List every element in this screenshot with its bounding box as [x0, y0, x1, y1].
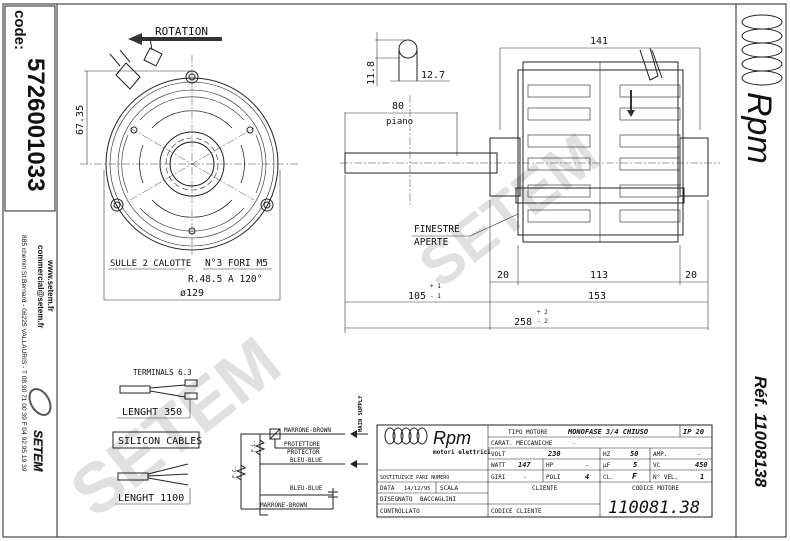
note-holes: N°3 FORI M5	[205, 258, 268, 269]
protector-it: PROTETTORE	[284, 441, 321, 448]
giri-label: GIRI	[491, 474, 506, 481]
wire-blue-bottom: BLEU-BLUE	[290, 485, 323, 492]
uf-label: µF	[603, 462, 611, 469]
email-link[interactable]: commercial@setem.fr	[36, 245, 45, 328]
setem-logo: SETEM	[28, 388, 52, 473]
title-block-logo: Rpm motori elettrici	[384, 427, 491, 456]
tipo-value: MONOFASE 3/4 CHIUSO	[567, 428, 648, 436]
length-1100: LENGHT 1100	[118, 493, 184, 504]
svg-text:SETEM: SETEM	[31, 430, 45, 472]
rotation-label: ROTATION	[155, 25, 208, 38]
tipo-label: TIPO MOTORE	[508, 429, 548, 436]
windows-label-1: FINESTRE	[414, 224, 460, 235]
website-link[interactable]: www.setem.fr	[46, 259, 55, 312]
amp-label: AMP.	[653, 451, 667, 458]
brand-name: Rpm	[740, 92, 778, 164]
code-value: 5726001033	[22, 58, 49, 191]
hp-label: HP	[546, 462, 554, 469]
windows-label-2: APERTE	[414, 237, 449, 248]
dim-113: 113	[590, 270, 608, 281]
cable-details: TERMINALS 6.3 LENGHT 350 SILICON CABLES …	[112, 368, 202, 505]
codice-cliente-label: CODICE CLIENTE	[491, 508, 542, 515]
tol-105-plus: + 1	[430, 283, 441, 290]
dim-20-left: 20	[497, 270, 509, 281]
tol-258-plus: + 2	[537, 309, 548, 316]
disegnato-label: DISEGNATO	[380, 496, 413, 503]
note-radius: R.48.5 A 120°	[188, 274, 262, 285]
code-label: code:	[11, 10, 28, 50]
cliente-label: CLIENTE	[532, 485, 558, 492]
terminals-label: TERMINALS 6.3	[133, 368, 192, 377]
volt-label: VOLT	[491, 451, 506, 458]
sheet-border	[2, 3, 787, 538]
hz-label: HZ	[603, 451, 611, 458]
protector-en: PROTECTOR	[287, 449, 320, 456]
address-text: 885 chemin St.Bernard - 06225 VALLAURIS …	[20, 235, 27, 472]
main-supply-label: MAIN SUPPLY	[358, 395, 364, 432]
cl-label: CL.	[603, 474, 614, 481]
cl-value: F	[632, 472, 637, 481]
data-label: DATA	[380, 485, 395, 492]
dim-141: 141	[590, 36, 608, 47]
dim-153: 153	[588, 291, 606, 302]
title-brand: Rpm	[433, 428, 471, 448]
wiring-diagram: MARRONE-BROWN PROTETTORE PROTECTOR BLEU-…	[232, 395, 368, 516]
carat-value: -	[572, 440, 576, 447]
uf-value: 5	[633, 461, 637, 469]
wire-brown-top: MARRONE-BROWN	[284, 427, 331, 434]
reference-number: Réf. 11008138	[751, 376, 770, 488]
vel-label: N° VEL.	[653, 474, 678, 481]
coil-fl: F.L.	[251, 440, 257, 452]
amp-value: -	[697, 451, 701, 458]
dim-80: 80	[392, 101, 404, 112]
ip-rating: IP 20	[683, 428, 704, 436]
poli-value: 4	[585, 473, 589, 481]
poli-label: POLI	[546, 474, 561, 481]
disegnato-value: BACCAGLINI	[420, 496, 457, 503]
title-brand-sub: motori elettrici	[433, 449, 491, 456]
dim-12-7: 12.7	[421, 70, 445, 81]
dim-67-35: 67.35	[75, 105, 86, 135]
rpm-logo: Rpm	[740, 14, 783, 164]
dim-diameter: ø129	[180, 288, 204, 299]
dim-20-right: 20	[685, 270, 697, 281]
vel-value: 1	[700, 473, 704, 481]
data-value: 14/12/95	[404, 486, 431, 492]
vc-value: 450	[695, 461, 708, 469]
carat-label: CARAT. MECCANICHE	[491, 440, 553, 447]
controllato-label: CONTROLLATO	[380, 508, 420, 515]
wire-blue-top: BLEU-BLUE	[290, 457, 323, 464]
dim-258: 258	[514, 317, 532, 328]
codice-motore-label: CODICE MOTORE	[632, 485, 679, 492]
company-contact: www.setem.fr commercial@setem.fr 885 che…	[20, 235, 55, 473]
watt-value: 147	[518, 461, 531, 469]
rotation-arrow-icon	[128, 33, 222, 45]
side-view: 11.8 12.7 80 piano FINESTRE APERTE	[340, 32, 720, 333]
title-block: Rpm motori elettrici TIPO MOTORE MONOFAS…	[376, 424, 713, 518]
sostituisce-label: SOSTITUISCE PARI NUMERO	[380, 475, 449, 481]
vc-label: VC	[653, 462, 661, 469]
hp-value: -	[585, 462, 589, 469]
tol-105-minus: - 1	[430, 293, 441, 300]
dim-105: 105	[408, 291, 426, 302]
volt-value: 230	[547, 450, 561, 458]
watt-label: WATT	[491, 462, 506, 469]
hz-value: 50	[630, 450, 638, 458]
coil-fc: F.C.	[232, 466, 238, 478]
giri-value: -	[523, 474, 527, 481]
scala-label: SCALA	[440, 485, 458, 492]
flat-label: piano	[386, 117, 413, 127]
length-350: LENGHT 350	[122, 407, 182, 418]
silicon-cables-label: SILICON CABLES	[118, 436, 202, 447]
code-panel: code: 5726001033	[4, 5, 56, 212]
wire-brown-bottom: MARRONE-BROWN	[260, 502, 307, 509]
codice-motore-value: 110081.38	[608, 498, 700, 518]
front-view: ROTATION 67.35 SULLE 2 CALOTTE	[75, 25, 300, 301]
note-sulle-2-calotte: SULLE 2 CALOTTE	[110, 259, 191, 269]
dim-11-8: 11.8	[366, 61, 377, 85]
tol-258-minus: - 2	[537, 318, 548, 325]
